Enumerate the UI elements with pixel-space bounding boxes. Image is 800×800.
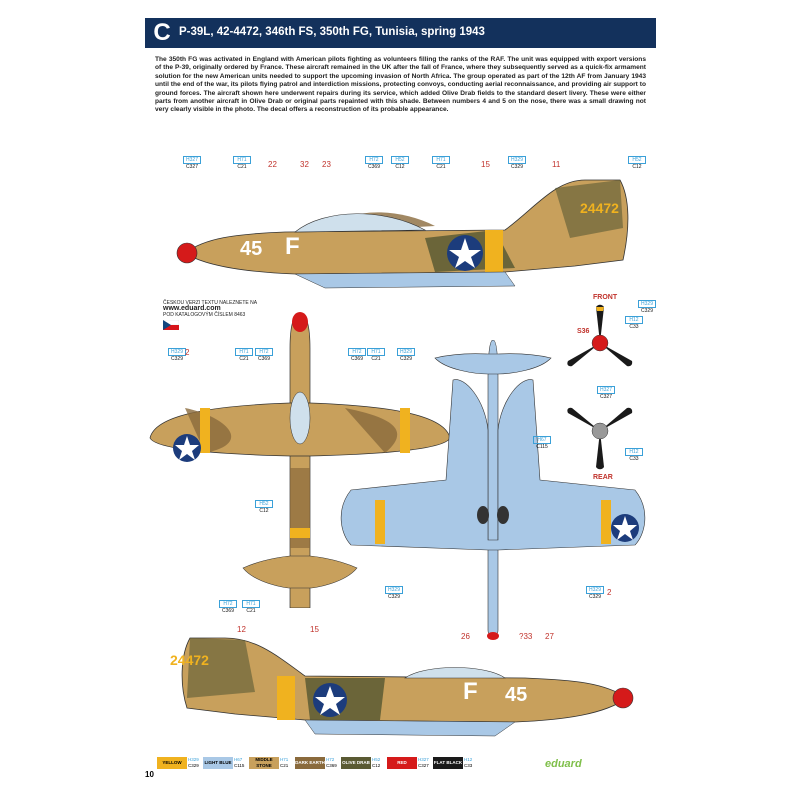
czech-note-line1: ČESKOU VERZI TEXTU NALEZNETE NA (163, 300, 258, 306)
callout-top-view-1: 2 (185, 348, 190, 357)
legend-red-swatch: RED (387, 757, 417, 769)
legend-olive-drab-swatch: OLIVE DRAB (341, 757, 371, 769)
callout-bottom-profile-3: 26 (461, 632, 470, 641)
page-number: 10 (145, 770, 154, 779)
bottom-plan-view (340, 340, 646, 640)
callout-bottom-profile-2: 15 (310, 625, 319, 634)
profile-title: P-39L, 42-4472, 346th FS, 350th FG, Tuni… (179, 26, 485, 38)
callout-bottom-profile-1: 12 (237, 625, 246, 634)
callout-top-profile-5: 11 (552, 160, 561, 169)
legend-light-blue-swatch: LIGHT BLUE (203, 757, 233, 769)
czech-note: ČESKOU VERZI TEXTU NALEZNETE NA www.edua… (162, 300, 258, 332)
callout-top-profile-3: 23 (322, 160, 331, 169)
instruction-page: C P-39L, 42-4472, 346th FS, 350th FG, Tu… (145, 18, 656, 780)
side-profile-bottom (181, 637, 634, 737)
profile-letter: C (153, 19, 171, 46)
callout-top-profile-1: 22 (268, 160, 277, 169)
side-profile-top (176, 179, 629, 289)
side-profile-top-code: 45 (240, 238, 263, 260)
legend-dark-earth-swatch: DARK EARTH (295, 757, 325, 769)
side-profile-top-serial: 24472 (580, 200, 619, 216)
legend-yellow-swatch: YELLOW (157, 757, 187, 769)
callout-bottom-view-1: 2 (607, 588, 612, 597)
legend-flat-black-swatch: FLAT BLACK (433, 757, 463, 769)
propeller-spinner-label: S36 (577, 328, 590, 335)
side-profile-bottom-serial: 24472 (170, 652, 209, 668)
callout-top-profile-2: 32 (300, 160, 309, 169)
eduard-logo: eduard (545, 758, 582, 770)
profile-banner: C P-39L, 42-4472, 346th FS, 350th FG, Tu… (145, 18, 656, 48)
propeller-front-label: FRONT (593, 294, 618, 301)
propeller-front (567, 304, 633, 367)
callout-bottom-profile-5: 27 (545, 632, 554, 641)
callout-bottom-profile-4: ?33 (519, 632, 533, 641)
side-profile-bottom-letter: F (463, 678, 478, 705)
callout-top-profile-4: 15 (481, 160, 490, 169)
legend-middle-stone-swatch: MIDDLE STONE (249, 757, 279, 769)
czech-note-line2: POD KATALOGOVÝM ČÍSLEM 8463 (163, 312, 246, 318)
czech-note-url[interactable]: www.eduard.com (163, 305, 221, 312)
side-profile-top-letter: F (285, 233, 300, 260)
top-plan-view (149, 312, 451, 608)
history-text: The 350th FG was activated in England wi… (155, 56, 646, 114)
propeller-rear (567, 407, 633, 470)
side-profile-bottom-code: 45 (505, 684, 528, 706)
propeller-rear-label: REAR (593, 474, 613, 481)
